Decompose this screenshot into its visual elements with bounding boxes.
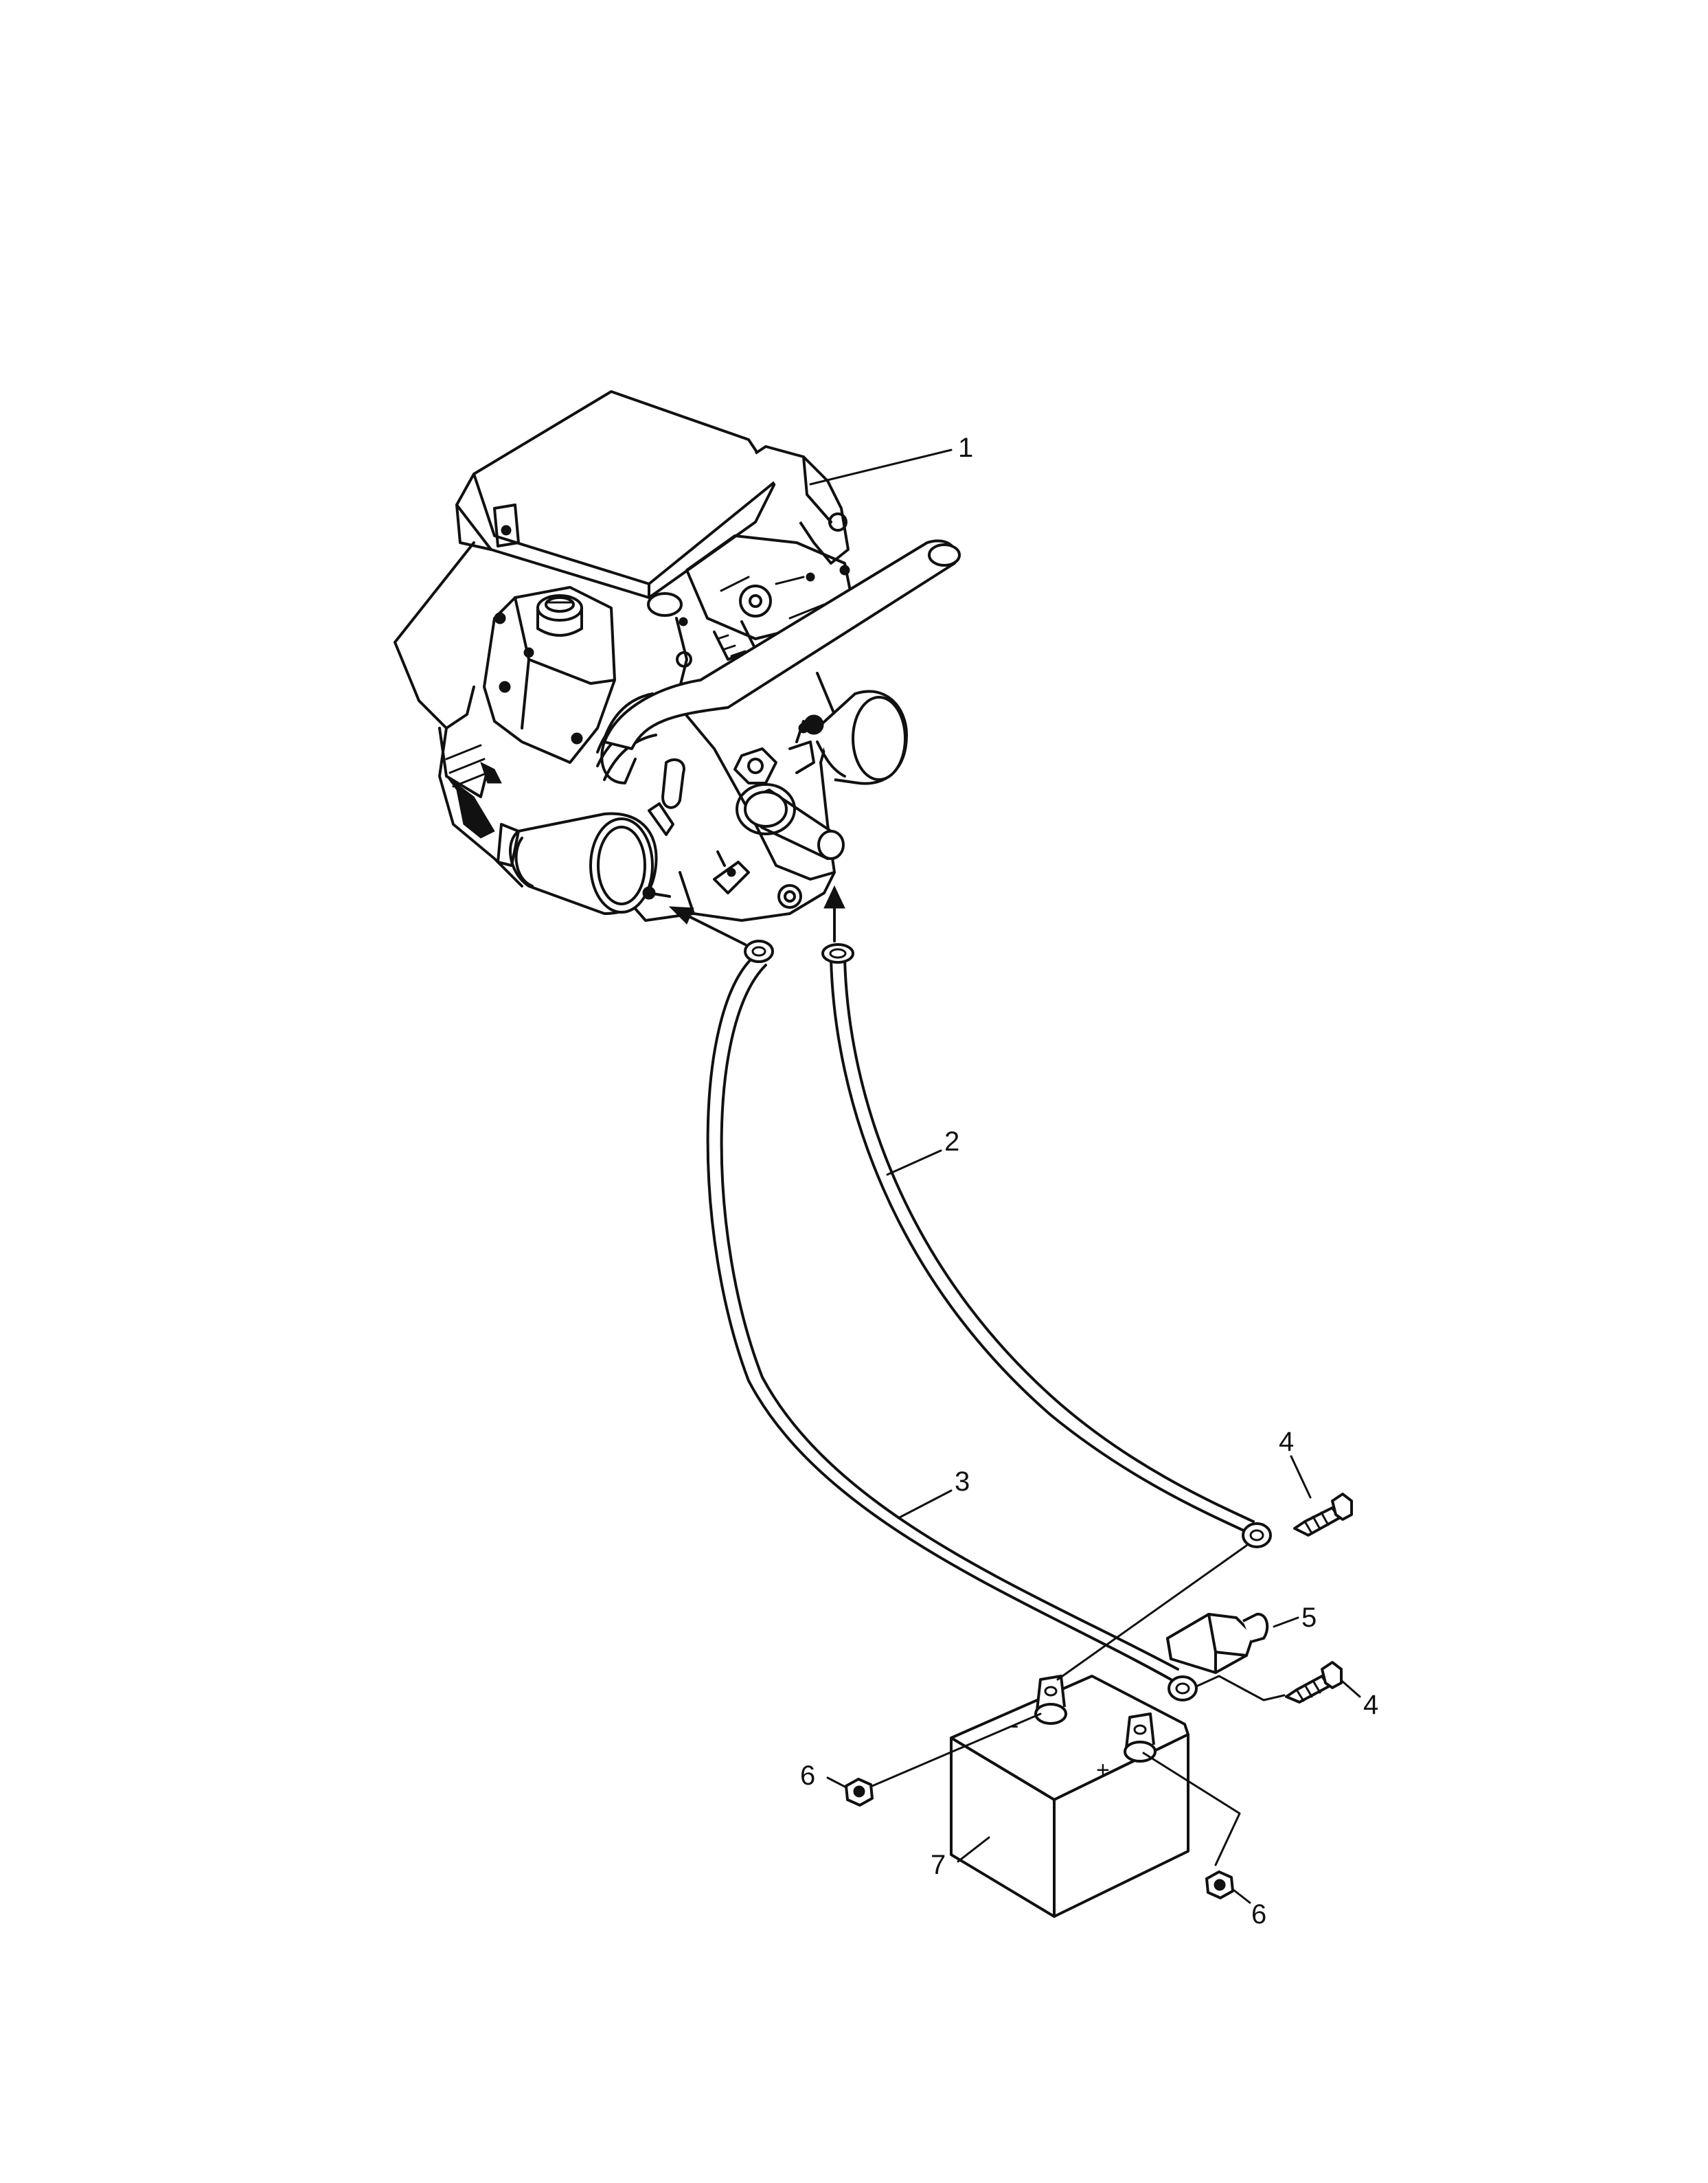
callout-nut-left: 6 [800,1761,815,1791]
callout-engine: 1 [958,433,973,463]
leader-battery [957,1836,990,1863]
leader-bolt-upper [1290,1455,1312,1499]
nut-right-icon [1205,1870,1234,1899]
cable-negative-ring-bottom [1168,1675,1198,1701]
cable-positive [821,943,1272,1548]
bolt-lower-icon [1285,1661,1343,1704]
engine-assembly [394,390,961,922]
callout-nut-right: 6 [1251,1899,1266,1930]
leader-bolt-lower [1341,1680,1361,1698]
nut-left-icon [845,1778,874,1807]
connection-arrows [668,885,845,946]
callout-bolt-upper: 4 [1279,1427,1294,1457]
leader-lines [809,449,1361,1904]
callout-battery: 7 [931,1850,946,1880]
callout-terminal-boot: 5 [1301,1603,1317,1633]
battery-icon: - + [950,1675,1189,1918]
leader-nut-right [1233,1889,1251,1904]
cable-positive-ring-bottom [1242,1522,1272,1548]
terminal-boot-icon [1166,1612,1269,1674]
cable-negative-ring-top [744,940,774,963]
assembly-lines [871,1544,1286,1866]
callout-cable-negative: 3 [955,1467,970,1497]
callout-labels: 1 2 3 4 5 4 6 7 6 [800,433,1378,1930]
callout-bolt-lower: 4 [1363,1690,1378,1720]
callout-cable-positive: 2 [944,1127,959,1157]
leader-nut-left [826,1776,847,1789]
battery-positive-sign: + [1096,1757,1110,1783]
leader-cable-negative [897,1489,953,1519]
leader-terminal-boot [1273,1616,1299,1628]
cable-positive-ring-top [821,943,854,964]
cable-negative [706,940,1198,1701]
leader-cable-positive [886,1149,942,1176]
leader-engine [809,449,953,486]
bolt-upper-icon [1293,1493,1353,1537]
